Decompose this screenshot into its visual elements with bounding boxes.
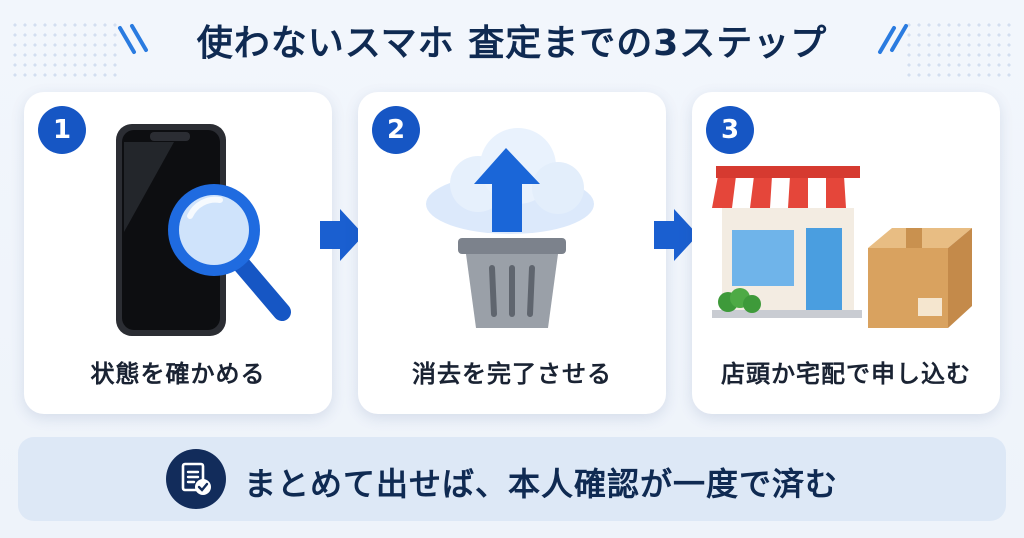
step-number-badge: 3 — [706, 106, 754, 154]
step-label: 消去を完了させる — [412, 360, 612, 388]
banner-message: まとめて出せば、本人確認が一度で済む — [244, 465, 839, 503]
step-card-2: 2 消去を完了させる — [358, 92, 666, 414]
cloud-trash-illustration — [358, 112, 666, 356]
document-check-icon — [166, 449, 226, 509]
dot-pattern-top-left — [10, 20, 120, 80]
info-banner: まとめて出せば、本人確認が一度で済む — [18, 437, 1006, 521]
step-number-badge: 1 — [38, 106, 86, 154]
step-label: 店頭か宅配で申し込む — [721, 360, 971, 388]
arrow-right-icon — [318, 207, 366, 267]
page-title: 使わないスマホ 査定までの3ステップ — [196, 23, 828, 64]
sparkle-left-icon — [112, 22, 152, 62]
sparkle-right-icon — [872, 22, 912, 62]
dot-pattern-top-right — [904, 20, 1014, 80]
smartphone-icon — [116, 124, 226, 336]
store-box-illustration — [692, 112, 1000, 356]
step-number-badge: 2 — [372, 106, 420, 154]
trash-basket-icon — [458, 238, 566, 328]
arrow-right-icon — [652, 207, 700, 267]
store-icon — [712, 166, 864, 318]
magnifier-icon — [168, 184, 291, 321]
phone-magnifier-illustration — [24, 112, 332, 356]
step-card-3: 3 — [692, 92, 1000, 414]
step-label: 状態を確かめる — [90, 360, 266, 388]
cardboard-box-icon — [868, 228, 972, 328]
step-card-1: 1 状態を確かめる — [24, 92, 332, 414]
cloud-upload-icon — [426, 128, 594, 234]
